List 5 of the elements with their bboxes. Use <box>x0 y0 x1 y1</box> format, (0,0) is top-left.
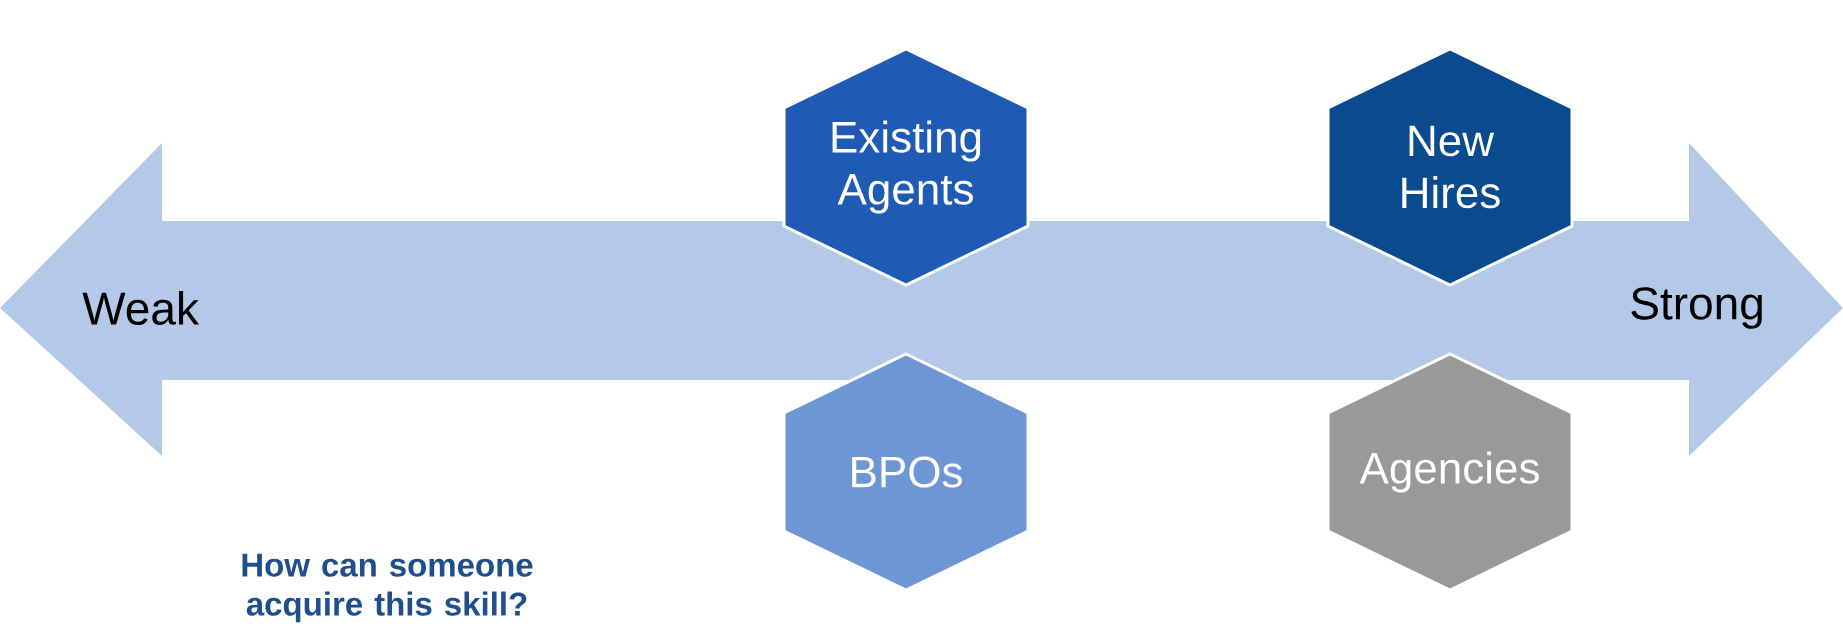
hexagon: New Hires <box>1326 47 1574 287</box>
hexagon: BPOs <box>782 352 1030 592</box>
hexagon: Agencies <box>1326 352 1574 592</box>
hexagon: Existing Agents <box>782 47 1030 287</box>
question-text: How can someone acquire this skill? <box>242 553 533 623</box>
